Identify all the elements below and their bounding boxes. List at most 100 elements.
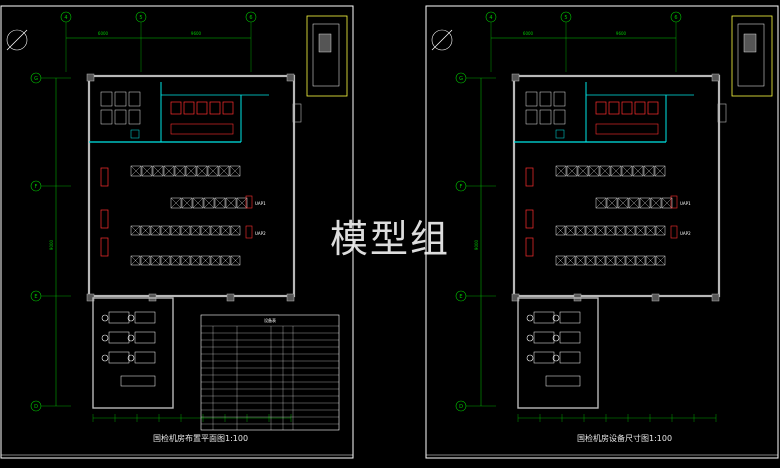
- ups-unit: [183, 101, 195, 115]
- grid-axis-label: E: [459, 294, 462, 300]
- rack-cabinet: [577, 165, 589, 177]
- key-plan-frame: [306, 15, 348, 97]
- desk: [134, 351, 156, 364]
- dimension-text: 9600: [616, 31, 627, 36]
- ups-label: UAP2: [680, 231, 691, 236]
- rack-cabinet: [140, 225, 151, 236]
- rack-cabinet: [196, 165, 208, 177]
- structural-column: [286, 293, 295, 302]
- rack-cross: [152, 165, 164, 177]
- rack-cabinet: [625, 225, 636, 236]
- north-arrow-icon: [6, 29, 28, 51]
- rack-cabinet: [203, 197, 215, 209]
- chair-icon: [526, 354, 534, 362]
- rack-cabinet: [615, 225, 626, 236]
- rack-cross: [628, 197, 640, 209]
- desk: [559, 331, 581, 344]
- rack-cabinet: [654, 165, 666, 177]
- rack-cross: [621, 165, 633, 177]
- rack-cabinet: [185, 165, 197, 177]
- rack-cabinet: [140, 255, 151, 266]
- office-room-wall: [517, 297, 599, 409]
- rack-cabinet: [610, 165, 622, 177]
- rack-cross: [230, 255, 241, 266]
- watermark: 模型组: [330, 217, 451, 261]
- ups-unit: [222, 101, 234, 115]
- dimension-text: 6000: [523, 31, 534, 36]
- rack-cabinet: [585, 255, 596, 266]
- rack-cabinet: [661, 197, 673, 209]
- rack-cabinet: [625, 255, 636, 266]
- rack-cross: [577, 165, 589, 177]
- rack-cross: [140, 225, 151, 236]
- rack-cross: [585, 255, 596, 266]
- rack-cabinet: [210, 255, 221, 266]
- grid-axis-label: F: [460, 184, 463, 190]
- rack-cabinet: [152, 165, 164, 177]
- rack-cabinet: [230, 255, 241, 266]
- rack-cabinet: [174, 165, 186, 177]
- office-room-wall: [92, 297, 174, 409]
- rack-cabinet: [565, 225, 576, 236]
- battery-bank: [595, 123, 659, 135]
- rack-cabinet: [639, 197, 651, 209]
- rack-cross: [632, 165, 644, 177]
- rack-cabinet: [130, 255, 141, 266]
- rack-cross: [130, 165, 142, 177]
- desk: [559, 311, 581, 324]
- rack-cabinet: [632, 165, 644, 177]
- rack-cross: [650, 197, 662, 209]
- desk: [533, 331, 555, 344]
- rack-cross: [200, 225, 211, 236]
- rack-cabinet: [225, 197, 237, 209]
- rack-cabinet: [230, 225, 241, 236]
- rack-cross: [200, 255, 211, 266]
- rack-cross: [605, 225, 616, 236]
- rack-cross: [588, 165, 600, 177]
- rack-cabinet: [170, 255, 181, 266]
- rack-cabinet: [655, 255, 666, 266]
- rack-cabinet: [643, 165, 655, 177]
- distribution-box: [555, 129, 565, 139]
- sheet-title-left: 国检机房布置平面图1:100: [153, 434, 249, 443]
- rack-cabinet: [595, 225, 606, 236]
- rack-cross: [229, 165, 241, 177]
- desk: [108, 351, 130, 364]
- rack-cross: [141, 165, 153, 177]
- rack-cross: [643, 165, 655, 177]
- chair-icon: [127, 334, 135, 342]
- rack-cabinet: [192, 197, 204, 209]
- rack-cabinet: [605, 225, 616, 236]
- power-cabinet: [539, 109, 552, 125]
- rack-cross: [565, 225, 576, 236]
- north-arrow-icon: [431, 29, 453, 51]
- rack-cabinet: [595, 197, 607, 209]
- rack-cabinet: [617, 197, 629, 209]
- ups-unit: [170, 101, 182, 115]
- rack-cross: [130, 225, 141, 236]
- air-conditioner-unit: [525, 167, 534, 187]
- power-cabinet: [128, 109, 141, 125]
- rack-cabinet: [160, 225, 171, 236]
- rack-cross: [210, 225, 221, 236]
- rack-cross: [236, 197, 248, 209]
- grid-axis-label: G: [459, 76, 463, 82]
- rack-cross: [160, 255, 171, 266]
- rack-cabinet: [150, 225, 161, 236]
- desk: [108, 311, 130, 324]
- rack-cabinet: [220, 255, 231, 266]
- dimension-text: 9000: [474, 239, 479, 250]
- power-cabinet: [553, 109, 566, 125]
- rack-cabinet: [555, 165, 567, 177]
- rack-cross: [230, 225, 241, 236]
- rack-cabinet: [628, 197, 640, 209]
- rack-cross: [185, 165, 197, 177]
- rack-cabinet: [645, 225, 656, 236]
- rack-cross: [654, 165, 666, 177]
- rack-row: [555, 225, 666, 236]
- ups-label: UAP2: [255, 231, 266, 236]
- desk: [108, 331, 130, 344]
- grid-axis-label: 5: [139, 15, 142, 21]
